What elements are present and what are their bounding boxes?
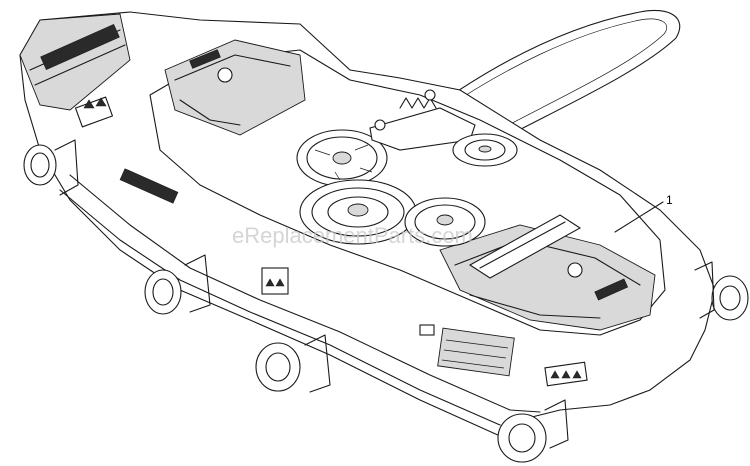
brand-decal — [119, 168, 435, 336]
belt-guard-bar — [468, 214, 582, 279]
part-callout: 1 — [614, 193, 673, 233]
spindle-pulley — [299, 179, 417, 245]
anti-scalp-wheel — [497, 413, 547, 463]
anti-scalp-wheel — [144, 269, 182, 315]
anti-scalp-wheel — [23, 144, 57, 186]
wheel-bracket — [54, 139, 715, 449]
watermark: eReplacementParts.com — [232, 223, 473, 248]
warning-decal — [261, 267, 289, 295]
callout-label: 1 — [666, 193, 673, 207]
anti-scalp-wheel — [711, 275, 749, 321]
safety-decal-grid — [437, 327, 515, 377]
warning-decal — [74, 96, 114, 128]
idler-assembly — [369, 89, 518, 167]
spindle-pulley — [296, 129, 388, 187]
spindle-pulley — [404, 197, 486, 247]
anti-scalp-wheel — [255, 342, 301, 392]
warning-decal — [544, 361, 588, 387]
left-spindle-cover — [164, 39, 306, 136]
